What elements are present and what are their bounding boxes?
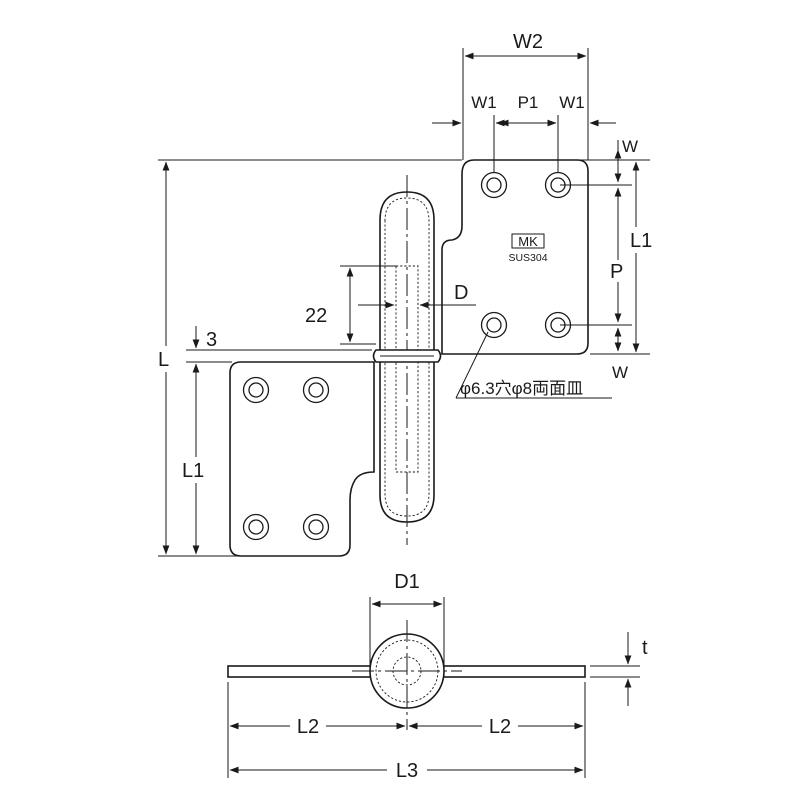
material-stamp-text: SUS304 — [508, 252, 547, 264]
p1-label: P1 — [518, 93, 539, 112]
p-label-bg — [606, 260, 630, 282]
maker-stamp-box — [511, 233, 545, 249]
hinge-front-view: MK SUS304 — [229, 159, 589, 557]
hole-spec-label: φ6.3穴φ8両面皿 — [460, 379, 583, 398]
w1-left-label: W1 — [471, 93, 497, 112]
front-view-dimensions: W2 W1 P1 W1 W P W L1 — [155, 31, 659, 557]
w-top-label: W — [622, 137, 638, 156]
end-view-dimensions: D1 t L2 L2 L3 — [227, 571, 648, 782]
pin-hidden-line — [395, 265, 419, 473]
l-label: L — [158, 349, 169, 371]
l2-left-label-bg — [290, 714, 326, 738]
hole-bore — [248, 519, 264, 535]
d1-label: D1 — [394, 571, 420, 593]
lower-leaf-plate — [229, 361, 375, 557]
hole-bore — [308, 519, 324, 535]
l-label-bg — [155, 346, 177, 372]
t-label: t — [642, 637, 648, 659]
l2-left-label: L2 — [297, 716, 319, 738]
d-label: D — [454, 282, 468, 304]
l3-label-bg — [387, 758, 427, 782]
w2-label: W2 — [513, 31, 543, 53]
hole-bore — [486, 317, 502, 333]
hinge-end-view — [227, 620, 586, 730]
p-label: P — [610, 261, 623, 283]
lower-leaf-holes — [242, 376, 330, 541]
l2-right-label: L2 — [489, 716, 511, 738]
l1-right-label: L1 — [630, 230, 652, 252]
dim-22-label: 22 — [305, 305, 327, 327]
w1-right-label: W1 — [559, 93, 585, 112]
w-bottom-label: W — [612, 363, 628, 382]
l2-right-label-bg — [482, 714, 518, 738]
upper-leaf-holes — [480, 171, 572, 339]
l1-left-label-bg — [180, 457, 214, 483]
l1-right-label-bg — [627, 227, 659, 253]
l1-left-label: L1 — [182, 460, 204, 482]
hole-callout-leader — [455, 331, 489, 399]
gap-3-label: 3 — [206, 329, 217, 351]
pin-knuckle-inner-dash — [384, 197, 430, 517]
hole-bore — [486, 177, 502, 193]
upper-leaf-plate — [441, 159, 589, 355]
hole-bore — [308, 382, 324, 398]
maker-stamp: MK SUS304 — [508, 233, 548, 264]
hole-bore — [248, 382, 264, 398]
maker-stamp-text: MK — [518, 234, 538, 249]
l3-label: L3 — [396, 760, 418, 782]
